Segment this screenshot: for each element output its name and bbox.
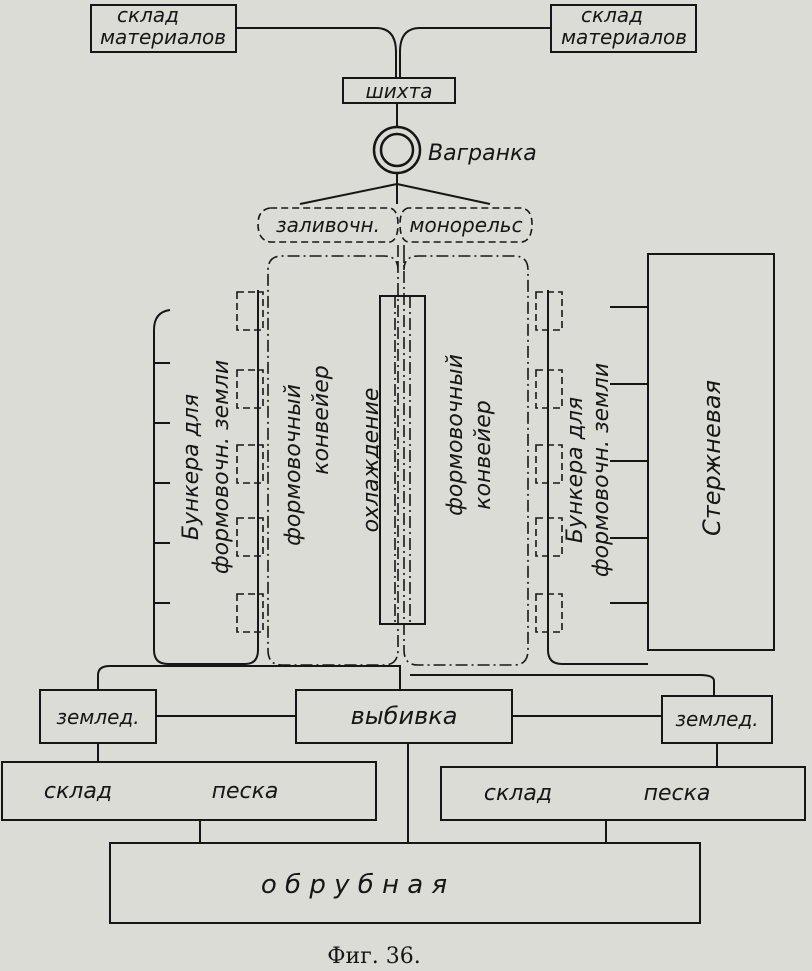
core-shop-box (647, 253, 775, 651)
sand-store-right-label-1: склад (484, 781, 552, 806)
sand-store-right-box (440, 766, 806, 821)
cupola-label: Вагранка (428, 141, 537, 166)
monorail-label: монорельс (409, 213, 522, 237)
right-bunker-hoppers (535, 291, 563, 633)
right-bunker-ticks (610, 306, 648, 604)
core-shop-label: Стержневая (698, 380, 726, 536)
fettling-shop-box (109, 842, 701, 924)
materials-store-right-label-1: склад (581, 3, 643, 27)
knockout-label: выбивка (351, 702, 458, 730)
sand-store-left-label-2: песка (212, 779, 279, 804)
connector-right-to-knockout (410, 674, 715, 696)
left-bunker-label-1: Бункера для (179, 394, 204, 540)
left-conveyor-label-1: формовочный (281, 384, 306, 546)
charge-label: шихта (365, 79, 432, 103)
sand-store-left-label-1: склад (44, 779, 112, 804)
right-bunker-label-2: формовочн. земли (589, 363, 614, 577)
right-conveyor-loop (403, 245, 529, 666)
pouring-label: заливочн. (276, 213, 380, 237)
figure-caption: Фиг. 36. (327, 944, 420, 969)
cooling-box (379, 295, 426, 625)
monorail-left-bracket (257, 207, 399, 243)
charge-box (342, 77, 456, 104)
sand-store-right-label-2: песка (644, 781, 711, 806)
left-bunker-hoppers (236, 291, 264, 633)
right-conveyor-label-1: формовочный (443, 354, 468, 516)
cooling-label: охлаждение (359, 388, 384, 533)
fettling-shop-label: о б р у б н а я (261, 870, 447, 900)
sand-prep-left-label: землед. (56, 705, 139, 729)
left-bunker-bracket (153, 290, 259, 665)
sand-store-left-box (1, 761, 377, 821)
monorail-right-bracket (399, 207, 533, 243)
connector-cupola-monorail (299, 173, 491, 205)
materials-store-left-label-2: материалов (100, 25, 226, 49)
right-conveyor-label-2: конвейер (471, 400, 496, 509)
sand-prep-right-label: землед. (675, 707, 758, 731)
left-bunker-label-2: формовочн. земли (209, 360, 234, 574)
left-bunker-ticks (154, 362, 170, 604)
connector-right-store (399, 27, 551, 78)
right-bunker-label-1: Бункера для (563, 397, 588, 543)
connector-left-store (236, 27, 397, 78)
materials-store-right-label-2: материалов (561, 25, 687, 49)
cupola-inner-circle (379, 132, 415, 168)
materials-store-left-label-1: склад (117, 3, 179, 27)
left-conveyor-loop (267, 245, 399, 666)
connector-left-to-knockout (97, 665, 401, 690)
right-bunker-bracket (547, 290, 648, 665)
left-conveyor-label-2: конвейер (309, 365, 334, 474)
